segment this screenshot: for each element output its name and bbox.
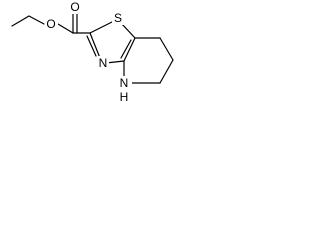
bond-ester-o-carbonyl (57, 23, 74, 34)
bond-c6-c5 (159, 59, 174, 84)
ester-oxygen-label: O (46, 17, 55, 31)
carbonyl-oxygen-label: O (70, 0, 79, 14)
bond-s-c7a (121, 23, 136, 39)
ring-nitrogen-label: N (99, 56, 108, 70)
bond-n3-c2-double (86, 35, 97, 57)
amine-hydrogen-label: H (120, 90, 129, 104)
bond-c7a-c3a-double (120, 39, 132, 59)
thiazolopyridine-ester-structure: O O S N N H (11, 0, 174, 104)
bond-ethyl-ch3-ch2 (11, 15, 30, 27)
bond-c2-s (89, 20, 115, 34)
sulfur-label: S (114, 11, 122, 25)
amine-nitrogen-label: N (120, 76, 129, 90)
bond-c7-c6 (159, 37, 174, 61)
bond-c7a-c3a (123, 37, 136, 62)
bond-ethyl-ch2-o (28, 15, 45, 25)
bond-n3-c2 (89, 32, 101, 59)
